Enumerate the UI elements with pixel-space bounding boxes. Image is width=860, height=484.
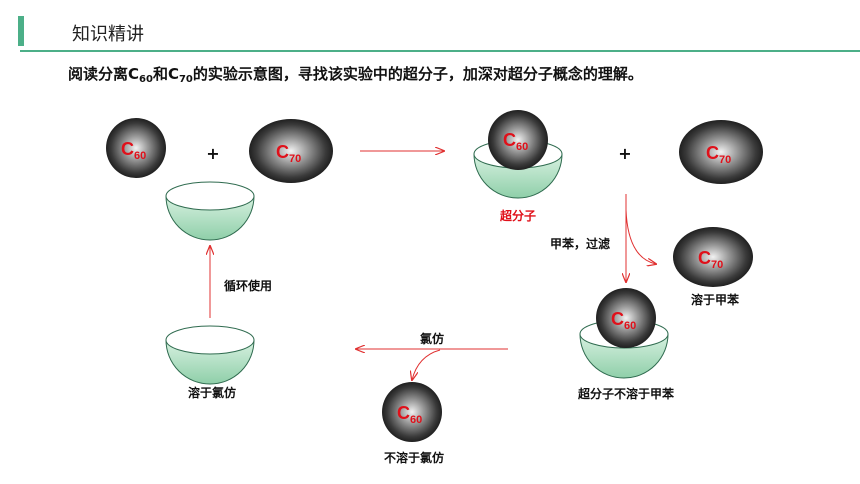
subtitle-part-1: 阅读分离C — [68, 65, 140, 83]
bowl-empty-top — [165, 181, 255, 241]
supramolecule-label: 超分子 — [499, 209, 537, 223]
c70-ball-dissolved: C70 — [673, 227, 753, 287]
plus-sign-left: + — [206, 144, 220, 163]
toluene-filter-label: 甲苯，过滤 — [549, 237, 611, 251]
c70-ball-left: C70 — [249, 119, 333, 183]
dissolved-toluene-label: 溶于甲苯 — [690, 293, 740, 307]
c60-release-arrow — [412, 349, 441, 380]
dissolved-chloroform-label: 溶于氯仿 — [187, 386, 237, 400]
subtitle-part-3: 的实验示意图，寻找该实验中的超分子，加深对超分子概念的理解。 — [192, 65, 643, 83]
insoluble-toluene-label: 超分子不溶于甲苯 — [577, 387, 675, 401]
recycle-label: 循环使用 — [223, 279, 273, 293]
header-accent-bar — [18, 16, 24, 46]
supramolecule-bowl: C60 — [473, 110, 563, 199]
insoluble-chloroform-label: 不溶于氯仿 — [383, 451, 445, 465]
subtitle-sub-60: 60 — [139, 74, 153, 85]
c70-ball-right: C70 — [679, 120, 763, 184]
c60-ball-left: C60 — [106, 118, 166, 178]
instruction-text: 阅读分离C60和C70的实验示意图，寻找该实验中的超分子，加深对超分子概念的理解… — [68, 63, 643, 85]
bowl-empty-bottom — [165, 325, 255, 385]
supramolecule-bowl-insoluble: C60 — [579, 288, 669, 379]
c60-ball-bottom: C60 — [382, 382, 442, 442]
chloroform-label: 氯仿 — [419, 332, 445, 346]
subtitle-sub-70: 70 — [178, 74, 193, 85]
branch-arrow — [625, 209, 656, 264]
page-title: 知识精讲 — [72, 24, 144, 45]
plus-sign-right: + — [618, 144, 632, 163]
subtitle-part-2: 和C — [152, 65, 179, 83]
header-divider — [20, 50, 860, 52]
